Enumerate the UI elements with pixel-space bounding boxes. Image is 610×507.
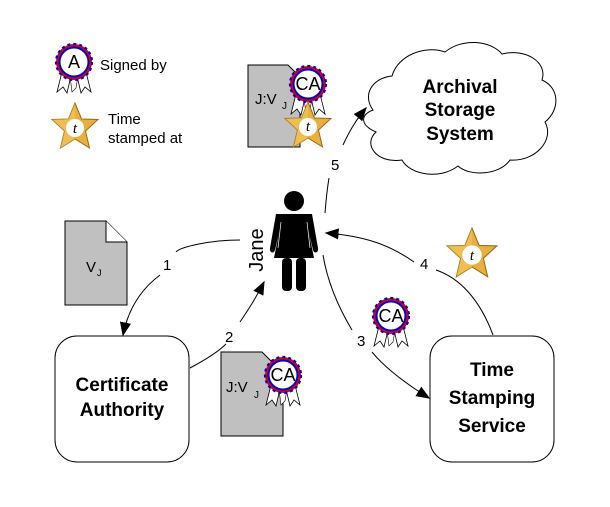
edge-3a bbox=[322, 254, 353, 331]
doc-main-text: J:V bbox=[226, 379, 248, 396]
signed-document: J:V J CA bbox=[220, 351, 303, 437]
legend-signed-by-label: Signed by bbox=[100, 57, 167, 74]
tss-line3: Service bbox=[458, 416, 526, 437]
step-5-label: 5 bbox=[331, 157, 339, 174]
cloud-shape bbox=[363, 41, 557, 175]
jane-label: Jane bbox=[246, 228, 268, 271]
vj-document: V J bbox=[64, 220, 128, 306]
seal-letter: CA bbox=[270, 365, 295, 385]
seal-letter: CA bbox=[295, 74, 320, 94]
archival-storage-system[interactable]: Archival Storage System bbox=[363, 41, 557, 175]
archival-line2: Storage bbox=[425, 100, 496, 121]
doc-sub-text: J bbox=[97, 268, 102, 278]
archived-document: J:V J CA t bbox=[247, 64, 332, 148]
legend-time-stamped: t Time stamped at bbox=[51, 102, 183, 149]
legend: A Signed by t Time stamped at bbox=[51, 42, 183, 149]
legend-stamped-label: stamped at bbox=[108, 130, 183, 147]
seal-letter: CA bbox=[378, 306, 403, 326]
legend-time-label: Time bbox=[108, 111, 141, 128]
step-3-label: 3 bbox=[357, 333, 365, 350]
tss-line1: Time bbox=[470, 360, 514, 381]
star-letter: t bbox=[470, 248, 475, 264]
star-letter: t bbox=[73, 121, 78, 137]
doc-sub-text: J bbox=[254, 390, 259, 401]
edge-4a bbox=[435, 269, 494, 336]
ca-box bbox=[54, 335, 190, 463]
doc-main-text: J:V bbox=[255, 91, 277, 108]
step-1-label: 1 bbox=[163, 257, 171, 274]
jane[interactable]: Jane bbox=[246, 191, 319, 291]
doc-sub-text: J bbox=[282, 101, 287, 112]
edge-2-arrow bbox=[239, 280, 265, 323]
edge-5-arrow bbox=[342, 106, 367, 146]
seal-letter: A bbox=[68, 52, 80, 72]
ca-line2: Authority bbox=[80, 400, 165, 421]
tss-box bbox=[429, 335, 555, 463]
doc-main-text: V bbox=[86, 259, 96, 276]
edge-2a bbox=[189, 343, 227, 369]
archival-line1: Archival bbox=[423, 77, 498, 98]
certificate-authority[interactable]: Certificate Authority bbox=[54, 335, 190, 463]
star-letter: t bbox=[306, 119, 311, 135]
archival-line3: System bbox=[426, 124, 494, 145]
edge-4-arrow bbox=[324, 228, 415, 263]
edges bbox=[119, 106, 494, 399]
ca-line1: Certificate bbox=[76, 375, 169, 396]
person-icon bbox=[269, 191, 319, 291]
document-fold bbox=[105, 221, 127, 243]
step-2-label: 2 bbox=[225, 329, 233, 346]
step-4-star: t bbox=[446, 227, 498, 278]
step-3-seal: CA bbox=[371, 296, 411, 349]
step-4-label: 4 bbox=[420, 256, 428, 273]
edge-1-arrow bbox=[119, 274, 161, 337]
edge-1a bbox=[175, 239, 241, 253]
edge-3-arrow bbox=[371, 351, 431, 399]
edge-5a bbox=[324, 177, 330, 214]
time-stamping-service[interactable]: Time Stamping Service bbox=[429, 335, 555, 463]
tss-line2: Stamping bbox=[449, 388, 536, 409]
legend-signed-by: A Signed by bbox=[54, 42, 167, 95]
